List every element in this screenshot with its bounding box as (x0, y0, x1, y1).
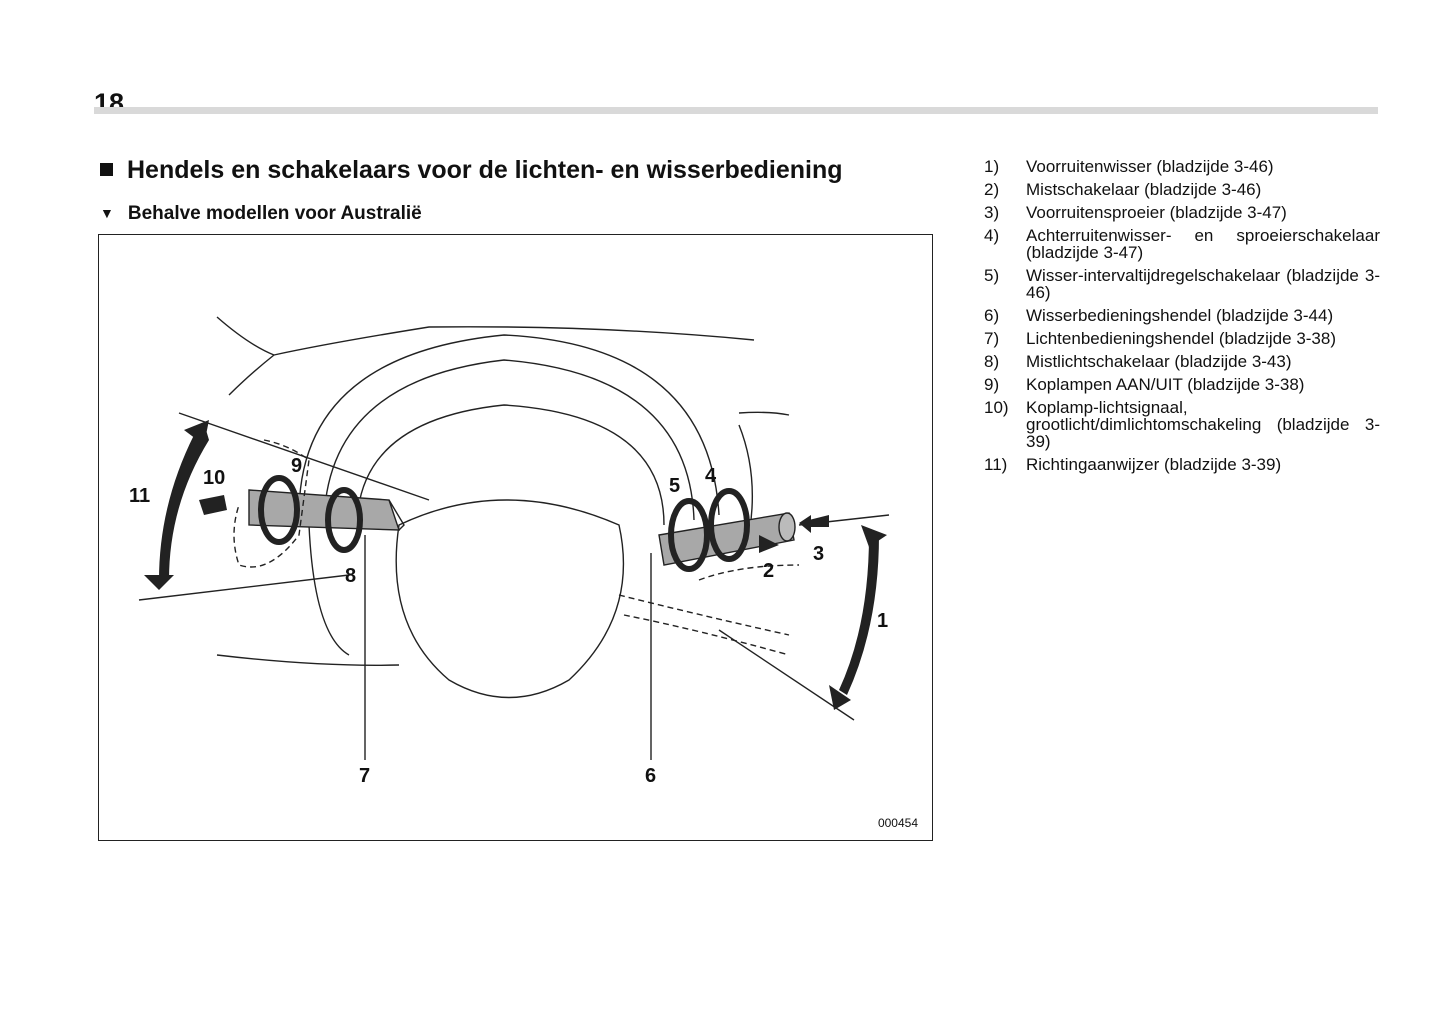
header-rule (94, 107, 1378, 114)
arrow-11-head-top (184, 420, 209, 445)
legend-number: 4) (984, 226, 1000, 245)
legend-text: Mistlichtschakelaar (bladzijde 3-43) (1026, 352, 1292, 371)
switch-10-icon (199, 495, 227, 515)
callout-6: 6 (645, 765, 657, 787)
legend-item: 4) Achterruitenwisser- en sproeierschakel… (984, 227, 1380, 261)
callout-1: 1 (877, 610, 889, 632)
arrow-11-head-bottom (144, 575, 174, 590)
legend-text: Richtingaanwijzer (bladzijde 3-39) (1026, 455, 1282, 474)
ring-4 (708, 488, 750, 562)
legend-text: Lichtenbedieningshendel (bladzijde 3-38) (1026, 329, 1337, 348)
wiper-stalk-tip (778, 512, 796, 542)
arrow-2 (759, 535, 779, 553)
arrow-11 (159, 423, 209, 580)
square-bullet-icon (100, 163, 113, 176)
arrow-1-head-top (861, 525, 887, 547)
page-number: 18 (94, 88, 125, 118)
callout-8: 8 (345, 565, 357, 587)
hand-left-dashed (233, 439, 310, 568)
legend-text: Wisser-intervaltijdregelschakelaar (blad… (1026, 266, 1380, 302)
airbag-hub (395, 499, 625, 699)
legend-item: 10) Koplamp-lichtsignaal, grootlicht/diml… (984, 399, 1380, 450)
ring-8 (325, 487, 363, 553)
dash-lower-line (216, 654, 400, 666)
section-title: Hendels en schakelaars voor de lichten- … (100, 156, 843, 185)
legend-number: 9) (984, 375, 1000, 394)
legend-number: 10) (984, 398, 1009, 417)
dashboard-outline (216, 316, 755, 356)
callout-11: 11 (129, 485, 151, 507)
ring-9 (258, 475, 300, 545)
legend-text: Voorruitensproeier (bladzijde 3-47) (1026, 203, 1287, 222)
legend-item: 8) Mistlichtschakelaar (bladzijde 3-43) (984, 353, 1380, 370)
legend-item: 5) Wisser-intervaltijdregelschakelaar (bl… (984, 267, 1380, 301)
legend-number: 6) (984, 306, 1000, 325)
legend-item: 11) Richtingaanwijzer (bladzijde 3-39) (984, 456, 1380, 473)
legend-text: Voorruitenwisser (bladzijde 3-46) (1026, 157, 1274, 176)
legend-text: Koplamp-lichtsignaal, grootlicht/dimlich… (1026, 398, 1380, 451)
legend-text: Wisserbedieningshendel (bladzijde 3-44) (1026, 306, 1334, 325)
section-title-text: Hendels en schakelaars voor de lichten- … (127, 156, 843, 184)
callout-9: 9 (291, 455, 303, 477)
legend-number: 5) (984, 266, 1000, 285)
wheel-rim-lower-left (308, 524, 350, 656)
legend-item: 7) Lichtenbedieningshendel (bladzijde 3-3… (984, 330, 1380, 347)
legend-text: Achterruitenwisser- en sproeierschakelaa… (1026, 226, 1380, 262)
guide-line-11-top (178, 412, 430, 501)
arrow-1-head-bottom (829, 685, 851, 710)
wheel-rim-outer (298, 334, 720, 516)
lighting-stalk (248, 489, 400, 531)
figure-code: 000454 (877, 816, 918, 830)
legend-number: 2) (984, 180, 1000, 199)
callout-10: 10 (203, 467, 226, 489)
callout-3: 3 (813, 543, 825, 565)
legend-text: Koplampen AAN/UIT (bladzijde 3-38) (1026, 375, 1305, 394)
ring-5 (668, 498, 710, 572)
legend-number: 1) (984, 157, 1000, 176)
steering-controls-figure: 11 10 9 8 7 6 5 4 3 2 1 000454 (98, 234, 933, 841)
guide-line-11-bottom (138, 574, 350, 601)
subsection-title-text: Behalve modellen voor Australië (127, 203, 422, 224)
legend-item: 3) Voorruitensproeier (bladzijde 3-47) (984, 204, 1380, 221)
legend-number: 11) (984, 455, 1008, 474)
steering-wheel-illustration (138, 316, 890, 760)
legend-number: 7) (984, 329, 1000, 348)
arrow-3-head (799, 515, 811, 533)
guide-line-1-bottom (718, 629, 855, 721)
callout-7: 7 (359, 765, 371, 787)
legend-list: 1) Voorruitenwisser (bladzijde 3-46) 2) Mi… (984, 158, 1380, 479)
arrow-1 (839, 535, 879, 695)
instrument-cluster-arc (356, 404, 665, 526)
dashboard-outline-left (228, 354, 275, 396)
callout-5: 5 (669, 475, 681, 497)
legend-number: 8) (984, 352, 1000, 371)
lighting-stalk-base (388, 499, 405, 531)
callout-2: 2 (763, 560, 775, 582)
arrow-3 (809, 515, 829, 527)
legend-item: 9) Koplampen AAN/UIT (bladzijde 3-38) (984, 376, 1380, 393)
hand-right-dashed (618, 564, 800, 656)
legend-item: 2) Mistschakelaar (bladzijde 3-46) (984, 181, 1380, 198)
legend-number: 3) (984, 203, 1000, 222)
legend-item: 1) Voorruitenwisser (bladzijde 3-46) (984, 158, 1380, 175)
legend-item: 6) Wisserbedieningshendel (bladzijde 3-44… (984, 307, 1380, 324)
callout-4: 4 (705, 465, 717, 487)
triangle-bullet-icon: ▼ (100, 205, 114, 221)
dashboard-outline-right (738, 411, 790, 416)
wheel-rim-inner (323, 359, 695, 521)
subsection-title: ▼ Behalve modellen voor Australië (100, 203, 422, 225)
legend-text: Mistschakelaar (bladzijde 3-46) (1026, 180, 1262, 199)
